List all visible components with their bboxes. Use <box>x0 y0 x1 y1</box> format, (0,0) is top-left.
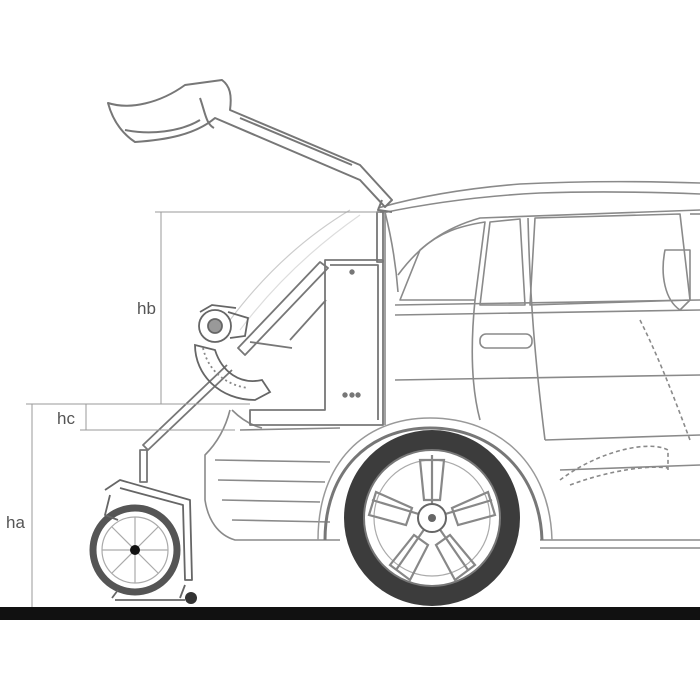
dimension-lines <box>26 211 380 607</box>
tailgate <box>107 79 393 213</box>
label-hb: hb <box>137 299 156 318</box>
label-ha: ha <box>6 513 25 532</box>
folded-wheelchair-icon <box>89 479 197 604</box>
lift-motor-head <box>194 304 272 401</box>
ground-line <box>0 607 700 620</box>
wheel-arch <box>323 426 544 541</box>
rear-wheel-icon <box>344 430 520 606</box>
lift-crane-icon <box>139 209 384 483</box>
label-hc: hc <box>57 409 75 428</box>
vehicle-icon <box>204 180 700 549</box>
